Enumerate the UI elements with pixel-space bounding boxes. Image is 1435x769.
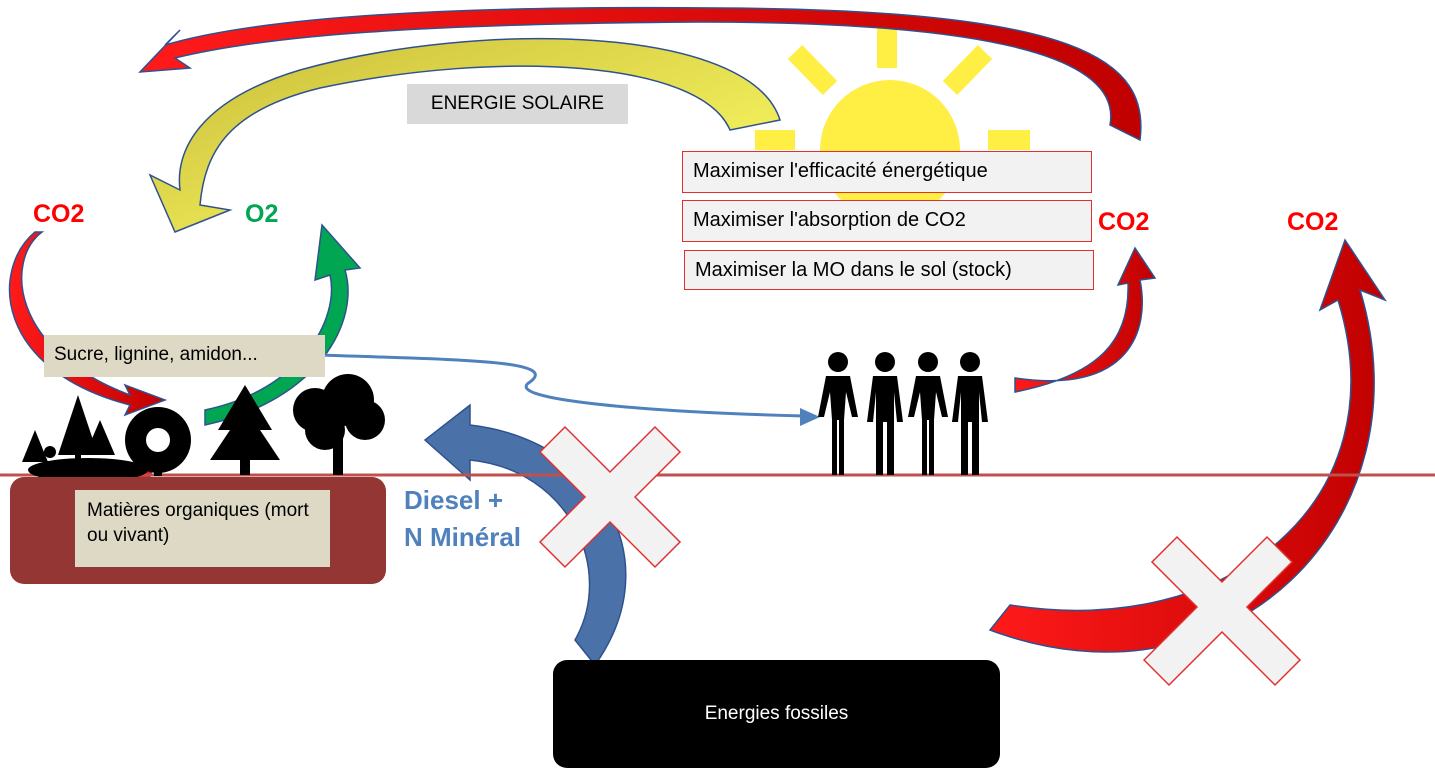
pine-tree-icon bbox=[210, 385, 280, 475]
co2-label-middle: CO2 bbox=[1098, 208, 1150, 236]
red-top-arrow bbox=[138, 6, 1142, 142]
solar-energy-arrow bbox=[148, 37, 781, 233]
flower-icon bbox=[125, 407, 191, 476]
objective-energy-efficiency: Maximiser l'efficacité énergétique bbox=[682, 151, 1092, 193]
solar-energy-label: ENERGIE SOLAIRE bbox=[407, 84, 628, 124]
o2-label: O2 bbox=[245, 200, 279, 228]
food-arrow bbox=[319, 353, 806, 418]
forest-icon bbox=[22, 395, 148, 482]
co2-label-right: CO2 bbox=[1287, 208, 1339, 236]
diesel-label: Diesel + N Minéral bbox=[404, 482, 521, 556]
diesel-label-line2: N Minéral bbox=[404, 522, 522, 552]
people-icon bbox=[818, 352, 988, 475]
fossil-energy-label: Energies fossiles bbox=[704, 703, 849, 724]
tree-icon bbox=[293, 374, 385, 475]
o2-release-arrow bbox=[204, 223, 362, 426]
people-co2-arrow bbox=[1014, 246, 1157, 393]
cross-icon bbox=[1142, 535, 1302, 687]
co2-absorb-arrow bbox=[8, 231, 168, 417]
fossil-energy-box: Energies fossiles bbox=[553, 660, 1000, 768]
organic-matter-label: Matières organiques (mort ou vivant) bbox=[75, 490, 330, 567]
sugars-label: Sucre, lignine, amidon... bbox=[44, 335, 325, 377]
cross-icon bbox=[538, 425, 682, 569]
objective-co2-absorption: Maximiser l'absorption de CO2 bbox=[682, 200, 1092, 242]
diesel-label-line1: Diesel + bbox=[404, 485, 504, 515]
objective-soil-organic-matter: Maximiser la MO dans le sol (stock) bbox=[684, 250, 1094, 290]
co2-label-left: CO2 bbox=[33, 200, 85, 228]
